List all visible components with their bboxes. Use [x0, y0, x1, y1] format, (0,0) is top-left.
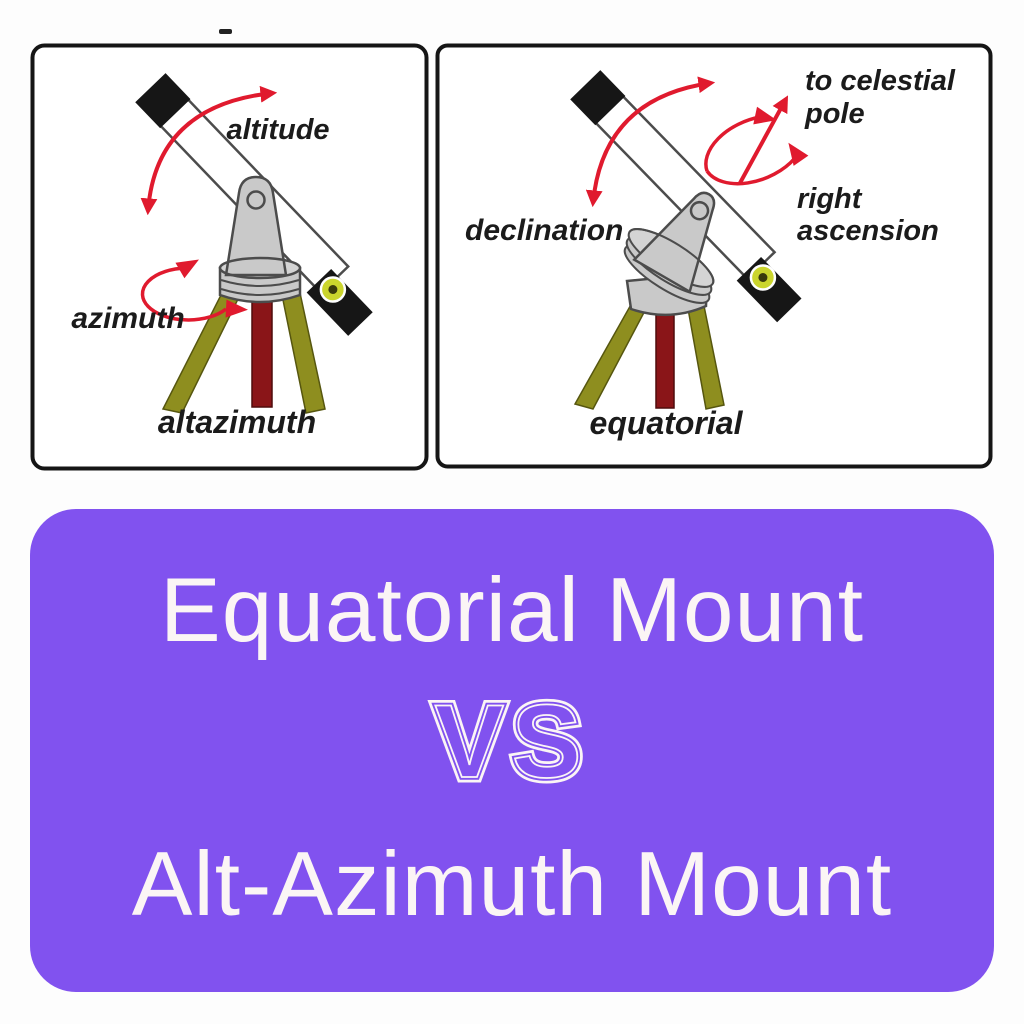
equatorial-mount-head: [623, 191, 716, 317]
azimuth-arrowhead-top: [175, 259, 199, 279]
equatorial-caption: equatorial: [590, 405, 744, 441]
vs-outline-inner: VS: [434, 684, 590, 801]
altitude-pivot-hole: [246, 190, 266, 210]
altazimuth-panel: altitude azimuth altazimuth: [30, 43, 429, 471]
azimuth-arrow: [140, 259, 248, 322]
celestial-pole-label-line1: to celestial: [805, 65, 956, 97]
altazimuth-tripod: [161, 292, 326, 414]
azimuth-label: azimuth: [71, 302, 184, 335]
ra-arrowhead-top: [753, 106, 777, 125]
ra-arrowhead-right: [788, 142, 809, 166]
banner-title-altazimuth: Alt-Azimuth Mount: [131, 834, 893, 936]
right-ascension-arrow: [704, 106, 809, 186]
altazimuth-caption: altazimuth: [158, 404, 316, 440]
altitude-arrow: [140, 85, 278, 216]
altitude-label: altitude: [226, 114, 329, 146]
eyepiece-lens-center: [328, 285, 338, 295]
equatorial-tripod: [573, 297, 725, 410]
equatorial-panel: to celestial pole right ascension declin…: [435, 43, 993, 469]
right-ascension-label-line1: right: [797, 183, 863, 215]
polar-axis-arrow: [738, 95, 789, 184]
wedge-rim-front-edge: [628, 228, 715, 285]
title-banner: Equatorial Mount VS VS VS Alt-Azimuth Mo…: [30, 509, 994, 992]
vs-outline-outer: VS: [429, 684, 590, 801]
base-ridge-2: [220, 288, 300, 296]
vs-text: VS VS VS: [429, 677, 590, 807]
eyepiece-lens-center: [758, 273, 768, 283]
celestial-pole-label-line2: pole: [804, 98, 865, 130]
vs-outline-middle: VS: [432, 684, 590, 801]
top-edge-artifact: [219, 29, 232, 34]
declination-label: declination: [465, 214, 623, 247]
banner-title-equatorial: Equatorial Mount: [160, 560, 864, 661]
mount-base-rim: [218, 256, 302, 280]
base-ridge-1: [220, 279, 300, 287]
equatorial-panel-border: [435, 43, 993, 469]
center-column: [251, 294, 273, 408]
right-ascension-label-line2: ascension: [797, 215, 939, 247]
azimuth-arrowhead-right: [225, 299, 248, 318]
declination-arrow: [585, 76, 716, 208]
